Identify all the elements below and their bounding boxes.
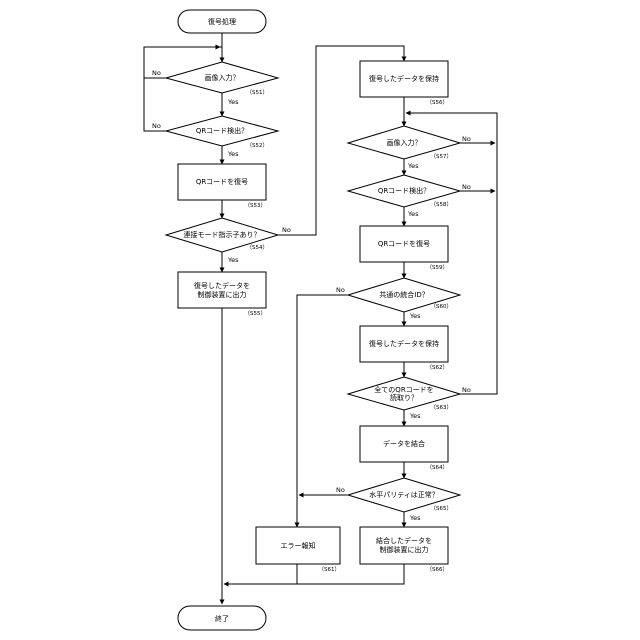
s54-label: 連接モード指示子あり？ xyxy=(184,230,261,239)
s52-label: QRコード検出？ xyxy=(196,126,248,135)
s52-no-label: No xyxy=(152,122,161,130)
edge-s66-to-merge xyxy=(224,564,404,584)
s65-no-label: No xyxy=(336,486,345,494)
s60-yes-label: Yes xyxy=(409,312,421,320)
s58-yes-label: Yes xyxy=(407,210,419,218)
s63-step: （S63） xyxy=(431,404,453,411)
s60-no-label: No xyxy=(336,286,345,294)
s51-label: 画像入力？ xyxy=(205,73,240,82)
s66-step: （S66） xyxy=(427,566,449,573)
s53-label: QRコードを復号 xyxy=(196,177,248,186)
s60-label: 共通の統合ID？ xyxy=(379,290,428,299)
s52-step: （S52） xyxy=(247,142,269,149)
connectors xyxy=(144,33,497,604)
s64-label: データを結合 xyxy=(383,439,425,448)
s58-no-label: No xyxy=(462,183,471,191)
s57-step: （S57） xyxy=(431,153,453,160)
s54-step: （S54） xyxy=(247,244,269,251)
s55-label-line2: 制御装置に出力 xyxy=(198,290,247,299)
s66-label-line2: 制御装置に出力 xyxy=(380,545,429,554)
s51-step: （S51） xyxy=(247,89,269,96)
s65-label: 水平パリティは正常？ xyxy=(369,490,439,499)
s57-no-label: No xyxy=(462,135,471,143)
s59-label: QRコードを復号 xyxy=(378,239,430,248)
s51-yes-label: Yes xyxy=(227,98,239,106)
s54-no-label: No xyxy=(282,226,291,234)
s62-label: 復号したデータを保持 xyxy=(369,339,439,348)
s55-step: （S55） xyxy=(245,310,267,317)
s55-label-line1: 復号したデータを xyxy=(194,281,250,290)
s61-label: エラー報知 xyxy=(281,541,316,550)
s61-step: （S61） xyxy=(319,566,341,573)
s63-yes-label: Yes xyxy=(409,412,421,420)
s59-step: （S59） xyxy=(427,264,449,271)
s53-step: （S53） xyxy=(245,202,267,209)
s64-step: （S64） xyxy=(427,464,449,471)
s51-no-label: No xyxy=(152,69,161,77)
start-label: 復号処理 xyxy=(208,17,236,26)
s57-yes-label: Yes xyxy=(407,162,419,170)
s63-label-line2: 読取り？ xyxy=(390,393,418,402)
end-label: 終了 xyxy=(215,614,229,623)
s56-step: （S56） xyxy=(427,99,449,106)
s65-yes-label: Yes xyxy=(409,514,421,522)
s52-yes-label: Yes xyxy=(227,150,239,158)
s62-step: （S62） xyxy=(427,364,449,371)
s58-step: （S58） xyxy=(431,201,453,208)
s57-label: 画像入力？ xyxy=(387,138,422,147)
s60-step: （S60） xyxy=(431,303,453,310)
s54-yes-label: Yes xyxy=(227,256,239,264)
s65-step: （S65） xyxy=(431,505,453,512)
s63-label-line1: 全てのQRコードを xyxy=(374,385,433,394)
s63-no-label: No xyxy=(462,386,471,394)
s58-label: QRコード検出？ xyxy=(378,186,430,195)
process-s55 xyxy=(178,272,266,308)
s66-label-line1: 結合したデータを xyxy=(376,536,432,545)
s56-label: 復号したデータを保持 xyxy=(369,74,439,83)
